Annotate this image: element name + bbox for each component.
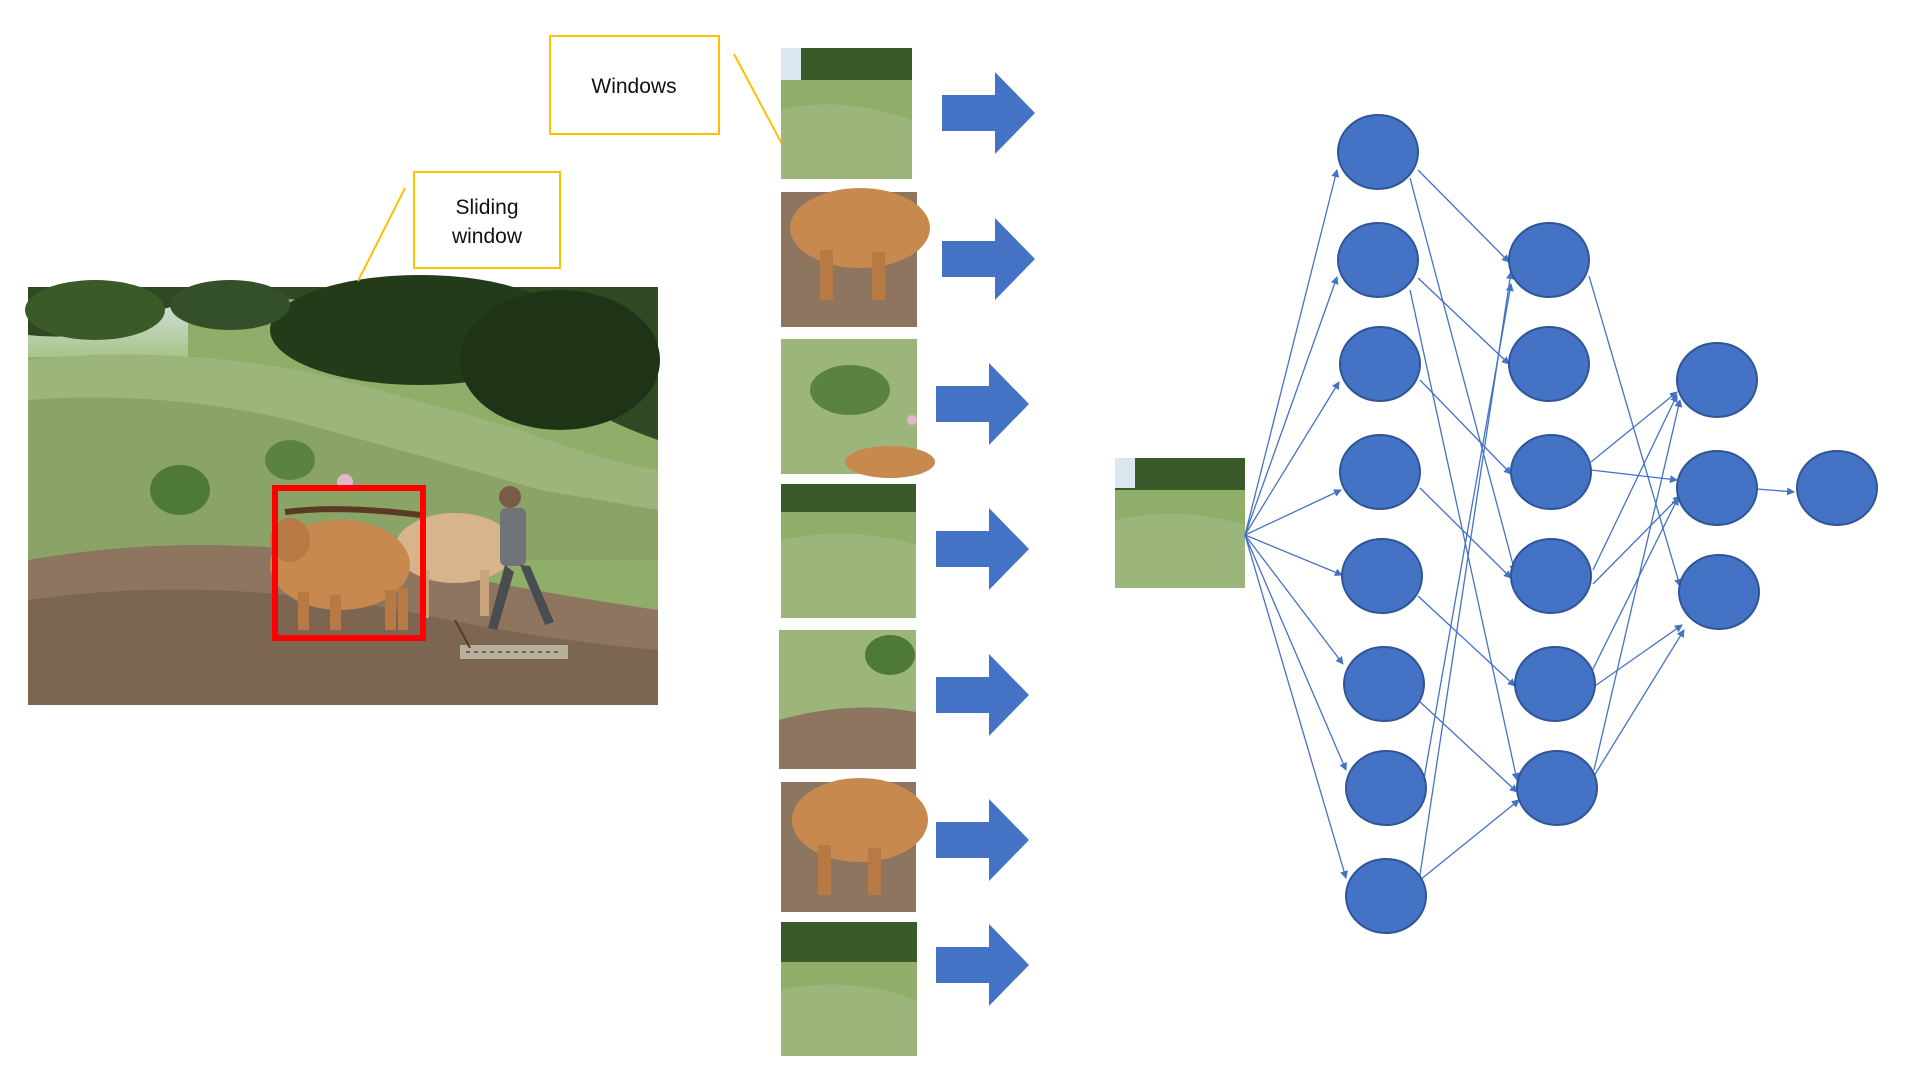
- network-edge: [1244, 381, 1340, 536]
- network-edge: [1588, 275, 1682, 587]
- network-node: [1339, 434, 1421, 510]
- network-node: [1341, 538, 1423, 614]
- network-node: [1796, 450, 1878, 526]
- network-node: [1337, 114, 1419, 190]
- network-node: [1345, 750, 1427, 826]
- network-edge: [1419, 799, 1520, 881]
- sliding-window-label-line1: Sliding: [455, 196, 518, 219]
- block-arrow: [936, 799, 1029, 881]
- network-node: [1678, 554, 1760, 630]
- network-edge: [1244, 169, 1340, 536]
- network-edge: [1593, 399, 1683, 771]
- network-edge: [1244, 534, 1347, 771]
- window-crop: [779, 630, 916, 769]
- network-node: [1510, 538, 1592, 614]
- network-edge: [1244, 276, 1339, 536]
- network-edge: [1244, 534, 1343, 577]
- network-edges: [1244, 169, 1795, 889]
- network-node: [1339, 326, 1421, 402]
- neural-network: [1244, 114, 1878, 934]
- block-arrow: [936, 508, 1029, 590]
- network-input-image: [1115, 458, 1245, 588]
- network-edge: [1417, 595, 1516, 687]
- network-node: [1508, 326, 1590, 402]
- network-edge: [1244, 534, 1344, 665]
- network-node: [1514, 646, 1596, 722]
- block-arrow: [936, 363, 1029, 445]
- window-crop: [781, 188, 930, 327]
- window-crop: [781, 48, 912, 179]
- network-node: [1343, 646, 1425, 722]
- network-edge: [1244, 534, 1348, 879]
- network-node: [1676, 342, 1758, 418]
- network-edge: [1417, 277, 1510, 365]
- network-edge: [1417, 169, 1510, 263]
- network-node: [1676, 450, 1758, 526]
- network-edge: [1756, 487, 1795, 496]
- network-edge: [1592, 495, 1681, 585]
- windows-callout: Windows: [549, 35, 783, 145]
- block-arrows: [936, 72, 1035, 1006]
- network-edge: [1244, 489, 1342, 536]
- block-arrow: [942, 72, 1035, 154]
- window-crop: [781, 922, 917, 1056]
- sliding-window-callout: Sliding window: [357, 171, 561, 282]
- network-edge: [1589, 497, 1679, 676]
- network-edge: [1409, 289, 1520, 781]
- sliding-window-box: [272, 485, 426, 641]
- main-photo: [25, 275, 660, 705]
- network-node: [1337, 222, 1419, 298]
- window-crop: [781, 484, 916, 618]
- block-arrow: [936, 654, 1029, 736]
- network-node: [1510, 434, 1592, 510]
- network-edge: [1419, 379, 1512, 475]
- network-edge: [1590, 469, 1678, 484]
- window-crops: [779, 48, 935, 1056]
- windows-label: Windows: [591, 75, 676, 98]
- block-arrow: [936, 924, 1029, 1006]
- window-crop: [781, 339, 935, 478]
- sliding-window-label-line2: window: [451, 225, 523, 248]
- network-edge: [1409, 177, 1518, 573]
- network-edge: [1419, 487, 1512, 579]
- network-node: [1516, 750, 1598, 826]
- network-edge: [1417, 271, 1514, 889]
- network-node: [1345, 858, 1427, 934]
- network-node: [1508, 222, 1590, 298]
- network-edge: [1593, 629, 1685, 777]
- block-arrow: [942, 218, 1035, 300]
- network-edge: [1591, 624, 1683, 689]
- network-edge: [1592, 394, 1678, 571]
- network-edge: [1590, 391, 1678, 463]
- window-crop: [781, 778, 928, 912]
